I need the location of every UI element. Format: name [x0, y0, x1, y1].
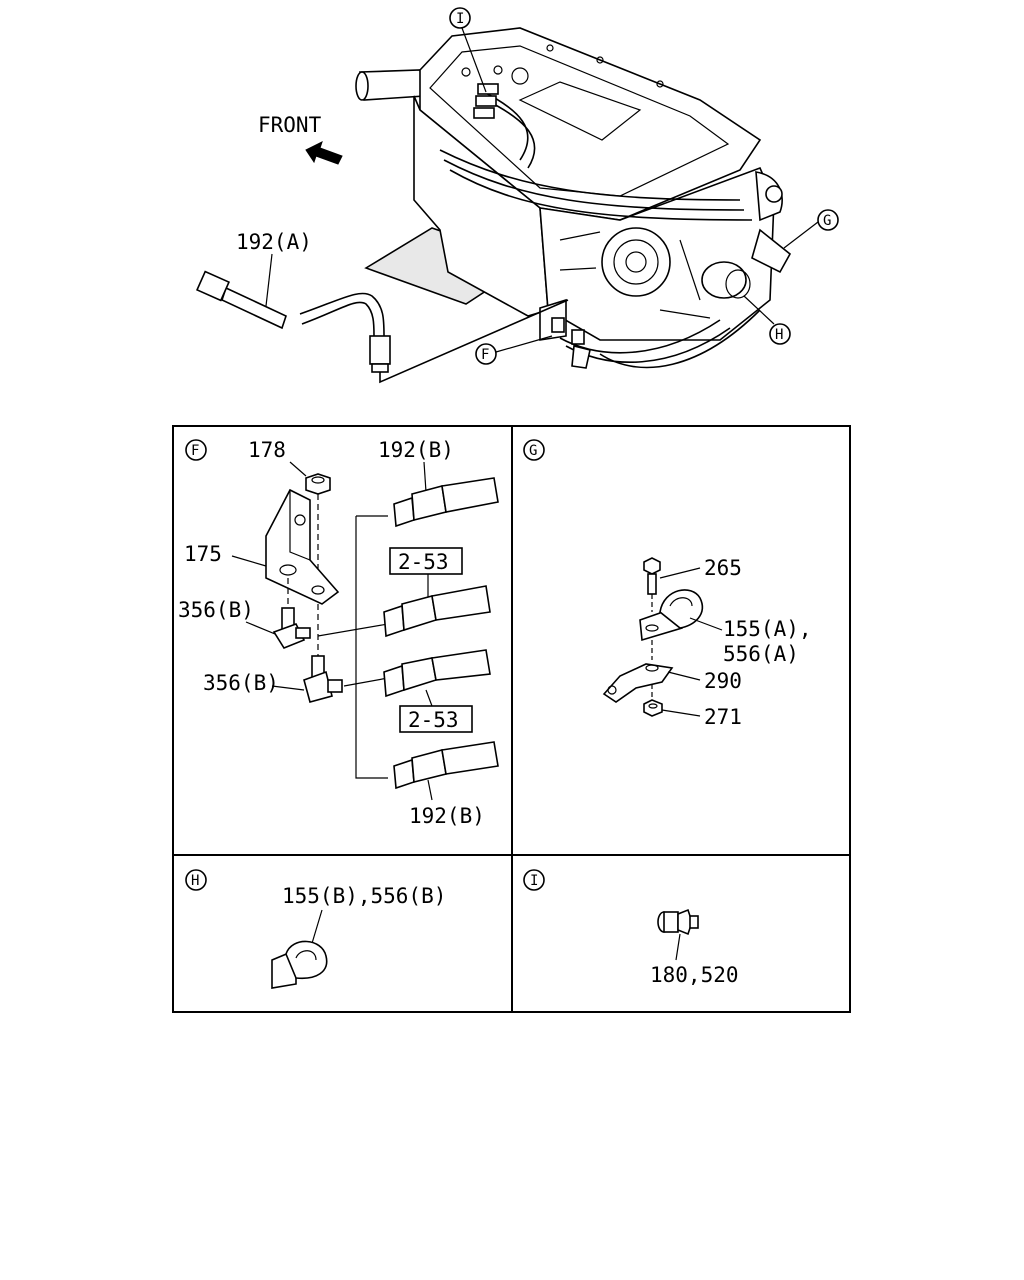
- svg-text:2-53: 2-53: [408, 708, 459, 732]
- callout-h: H: [743, 295, 791, 345]
- hose-lower-middle: [383, 649, 491, 698]
- label-175: 175: [184, 542, 222, 566]
- label-155a: 155(A),: [723, 617, 812, 641]
- clip-155b: [271, 940, 328, 989]
- svg-text:2-53: 2-53: [398, 550, 449, 574]
- hose-upper-middle: [383, 585, 491, 638]
- svg-text:F: F: [481, 347, 489, 363]
- transmission-case: [355, 27, 792, 369]
- callout-f: F: [475, 335, 553, 365]
- nut-178: [305, 473, 331, 495]
- svg-text:H: H: [775, 327, 783, 343]
- panel-g: G 265 155(A), 556(A) 290: [523, 439, 812, 729]
- connector-356b-lower: [303, 655, 343, 703]
- fitting-180: [657, 908, 699, 936]
- ref-box-2-53-upper[interactable]: 2-53: [389, 547, 463, 575]
- panel-h-letter: H: [191, 873, 199, 889]
- label-192b-bottom: 192(B): [409, 804, 485, 828]
- panel-f: F 178 175 356(B) 356(B): [178, 438, 499, 828]
- bolt-265: [643, 557, 661, 595]
- label-556a: 556(A): [723, 642, 799, 666]
- hose-192b-top: [393, 477, 499, 528]
- transmission-overview: FRONT: [196, 7, 839, 384]
- detail-grid: [172, 425, 851, 1013]
- ref-box-2-53-lower[interactable]: 2-53: [399, 705, 473, 733]
- panel-i: I 180,520: [523, 869, 739, 987]
- hose-192a-label: 192(A): [236, 230, 312, 254]
- bracket-175: [265, 488, 340, 605]
- callout-g: G: [783, 209, 839, 249]
- label-192b-top: 192(B): [378, 438, 454, 462]
- connector-356b-upper: [272, 607, 311, 649]
- hose-192b-bottom: [393, 741, 499, 790]
- label-155b-556b: 155(B),556(B): [282, 884, 446, 908]
- label-271: 271: [704, 705, 742, 729]
- hose-192a: 192(A): [196, 230, 569, 384]
- label-356b-lower: 356(B): [203, 671, 279, 695]
- panel-g-letter: G: [529, 443, 537, 459]
- svg-text:I: I: [456, 11, 464, 27]
- label-265: 265: [704, 556, 742, 580]
- label-180-520: 180,520: [650, 963, 739, 987]
- nut-271: [643, 699, 663, 717]
- label-356b-upper: 356(B): [178, 598, 254, 622]
- label-290: 290: [704, 669, 742, 693]
- panel-h: H 155(B),556(B): [185, 869, 446, 989]
- panel-i-letter: I: [530, 873, 538, 889]
- label-178: 178: [248, 438, 286, 462]
- svg-text:G: G: [823, 213, 831, 229]
- callout-i: I: [449, 7, 487, 93]
- clip-155a: [639, 589, 704, 642]
- panel-f-letter: F: [191, 443, 199, 459]
- bracket-290: [602, 663, 674, 703]
- front-label: FRONT: [258, 113, 322, 137]
- front-arrow-icon: [305, 141, 343, 165]
